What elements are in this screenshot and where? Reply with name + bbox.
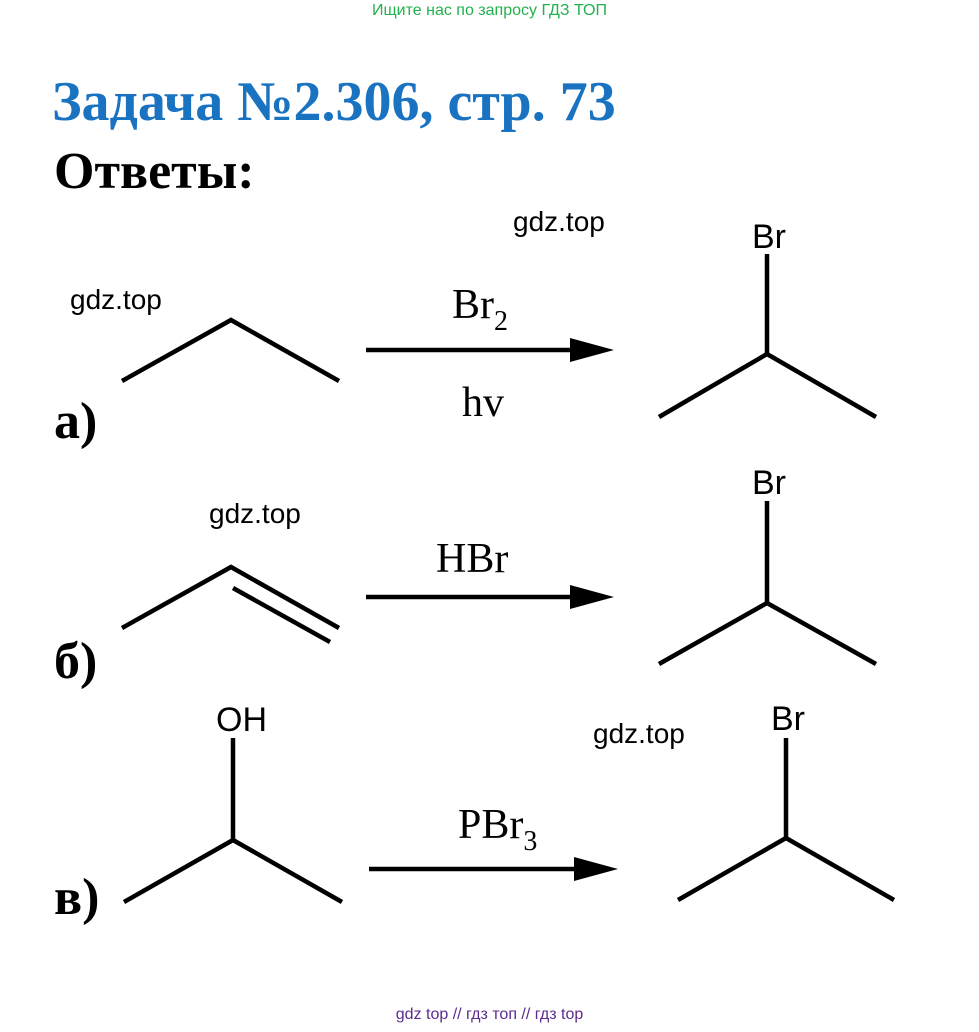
propene-skeleton <box>120 564 341 630</box>
propene-double-bond <box>231 586 332 644</box>
product-v-skeleton <box>676 835 896 902</box>
oh-group: OH <box>216 701 267 739</box>
arrowhead-b <box>570 585 614 609</box>
reagent-b: HBr <box>436 536 508 582</box>
reagent-a: Br2 <box>452 282 508 337</box>
reaction-label-a: а) <box>54 393 98 450</box>
watermark: gdz.top <box>70 284 162 315</box>
footer-links[interactable]: gdz top // гдз топ // гдз top <box>395 1006 584 1023</box>
top-note[interactable]: Ищите нас по запросу ГДЗ ТОП <box>372 2 607 19</box>
arrowhead-v <box>574 857 618 881</box>
page-title: Задача №2.306, стр. 73 <box>52 71 616 133</box>
watermark: gdz.top <box>209 498 301 529</box>
reaction-label-v: в) <box>54 869 100 926</box>
propane-skeleton <box>120 317 341 383</box>
arrowhead-a <box>570 338 614 362</box>
product-a-skeleton <box>657 351 878 419</box>
product-b-skeleton <box>657 600 878 666</box>
product-b-br-atom: Br <box>752 464 786 502</box>
product-v-br-atom: Br <box>771 700 805 738</box>
reagent-v: PBr3 <box>458 802 537 857</box>
propanol-skeleton <box>122 837 344 904</box>
condition-hv: hv <box>462 380 504 426</box>
watermark: gdz.top <box>593 718 685 749</box>
answers-heading: Ответы: <box>54 143 255 200</box>
product-a-br-atom: Br <box>752 218 786 256</box>
watermark: gdz.top <box>513 206 605 237</box>
reaction-label-b: б) <box>54 633 98 690</box>
